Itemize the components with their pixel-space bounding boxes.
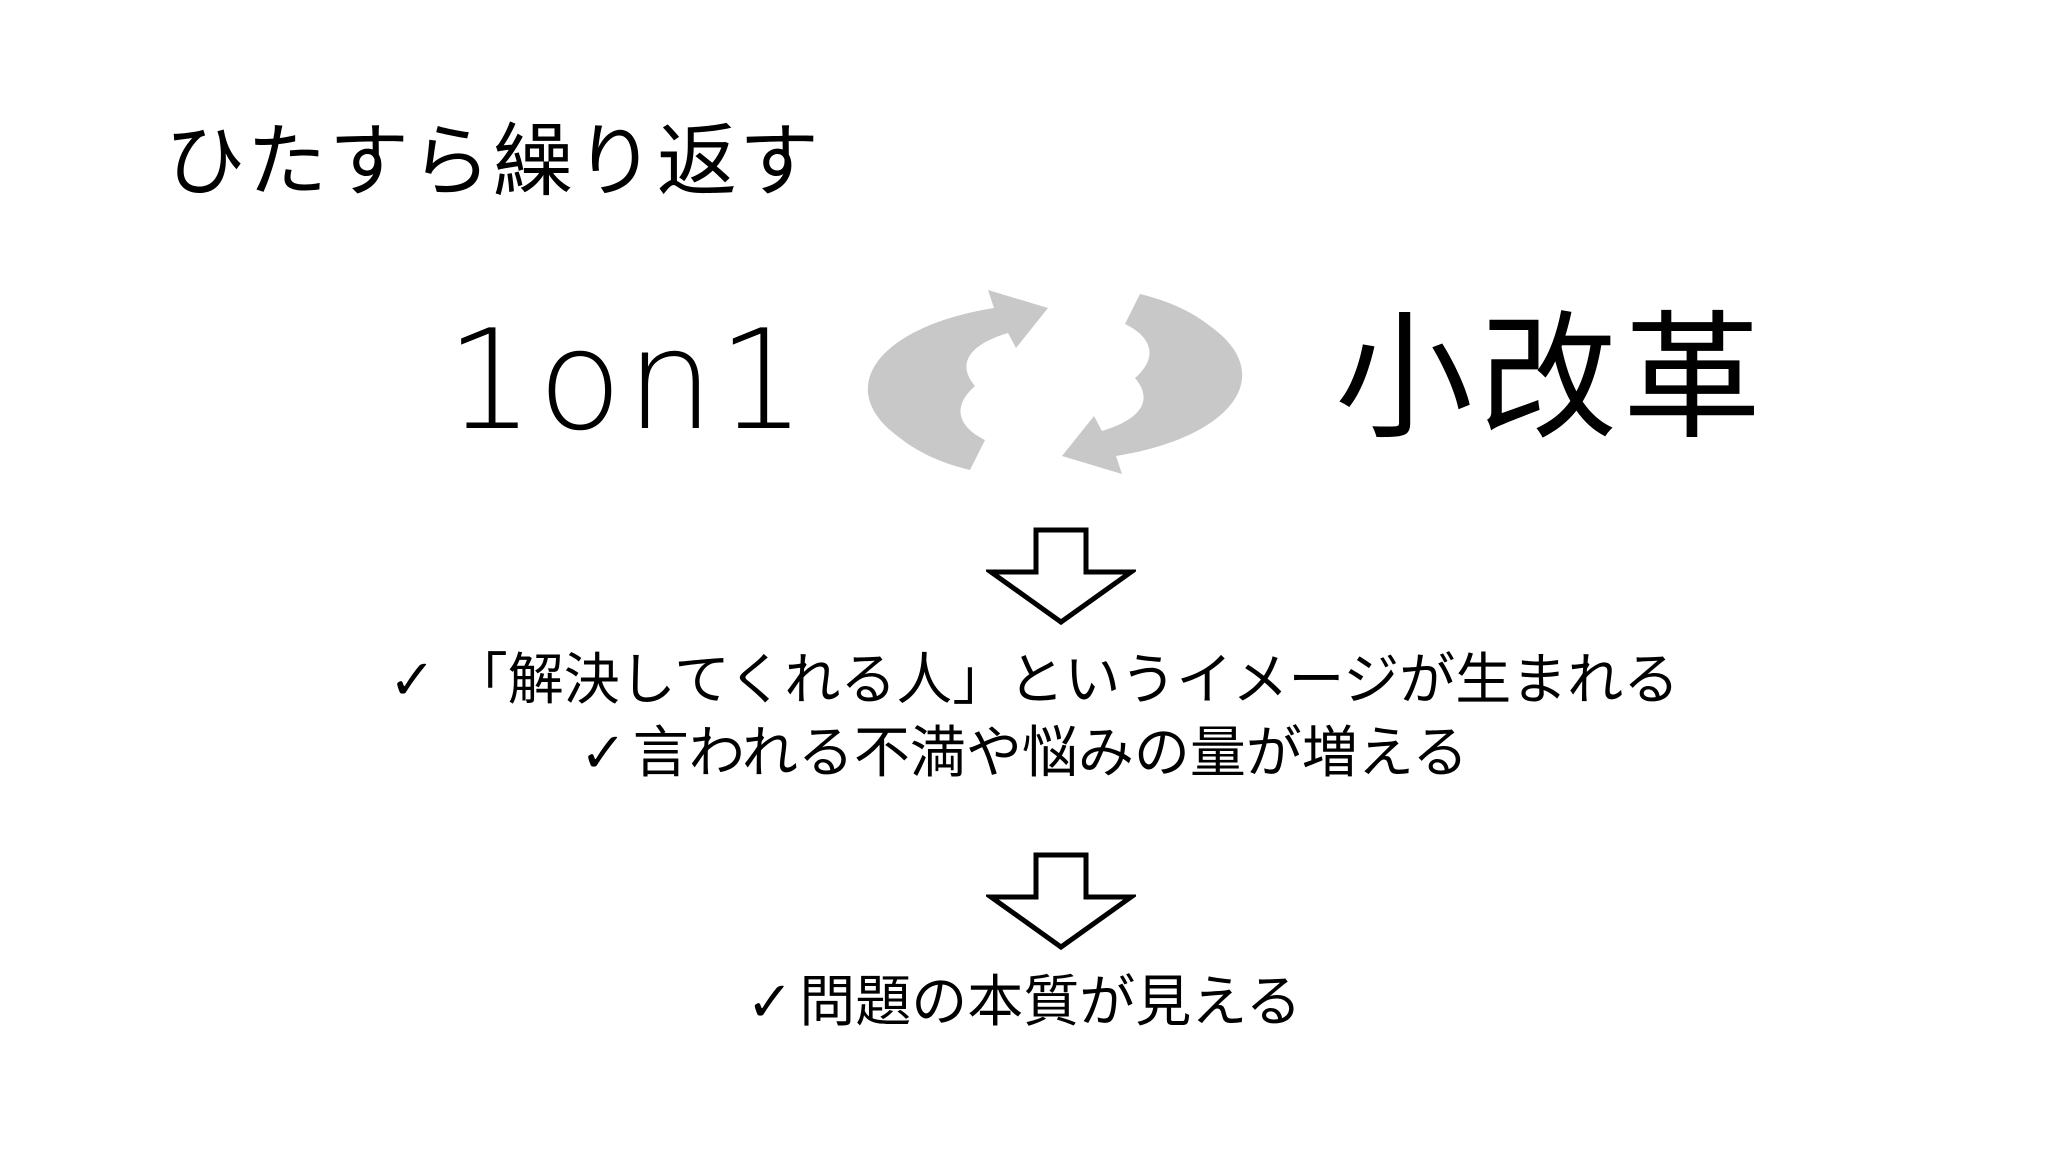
check-icon: ✓ bbox=[388, 648, 436, 713]
bullet-text: 言われる不満や悩みの量が増える bbox=[632, 721, 1469, 786]
cycle-arrows-icon bbox=[867, 290, 1243, 474]
down-arrow-icon bbox=[986, 852, 1136, 951]
cycle-arrow-bottom bbox=[1062, 294, 1243, 474]
check-icon: ✓ bbox=[579, 721, 627, 786]
slide-title: ひたすら繰り返す bbox=[165, 115, 821, 208]
right-term: 小改革 bbox=[1335, 298, 1768, 459]
down-arrow-icon bbox=[986, 527, 1136, 626]
bullet-item: ✓言われる不満や悩みの量が増える bbox=[0, 723, 2048, 785]
bullet-text: 「解決してくれる人」というイメージが生まれる bbox=[451, 648, 1680, 713]
bullet-item: ✓問題の本質が見える bbox=[0, 972, 2048, 1034]
cycle-arrow-top bbox=[867, 290, 1048, 470]
check-icon: ✓ bbox=[746, 970, 794, 1035]
bullet-item: ✓「解決してくれる人」というイメージが生まれる bbox=[0, 650, 2048, 712]
left-term: 1on1 bbox=[446, 300, 810, 461]
bullet-text: 問題の本質が見える bbox=[799, 970, 1302, 1035]
